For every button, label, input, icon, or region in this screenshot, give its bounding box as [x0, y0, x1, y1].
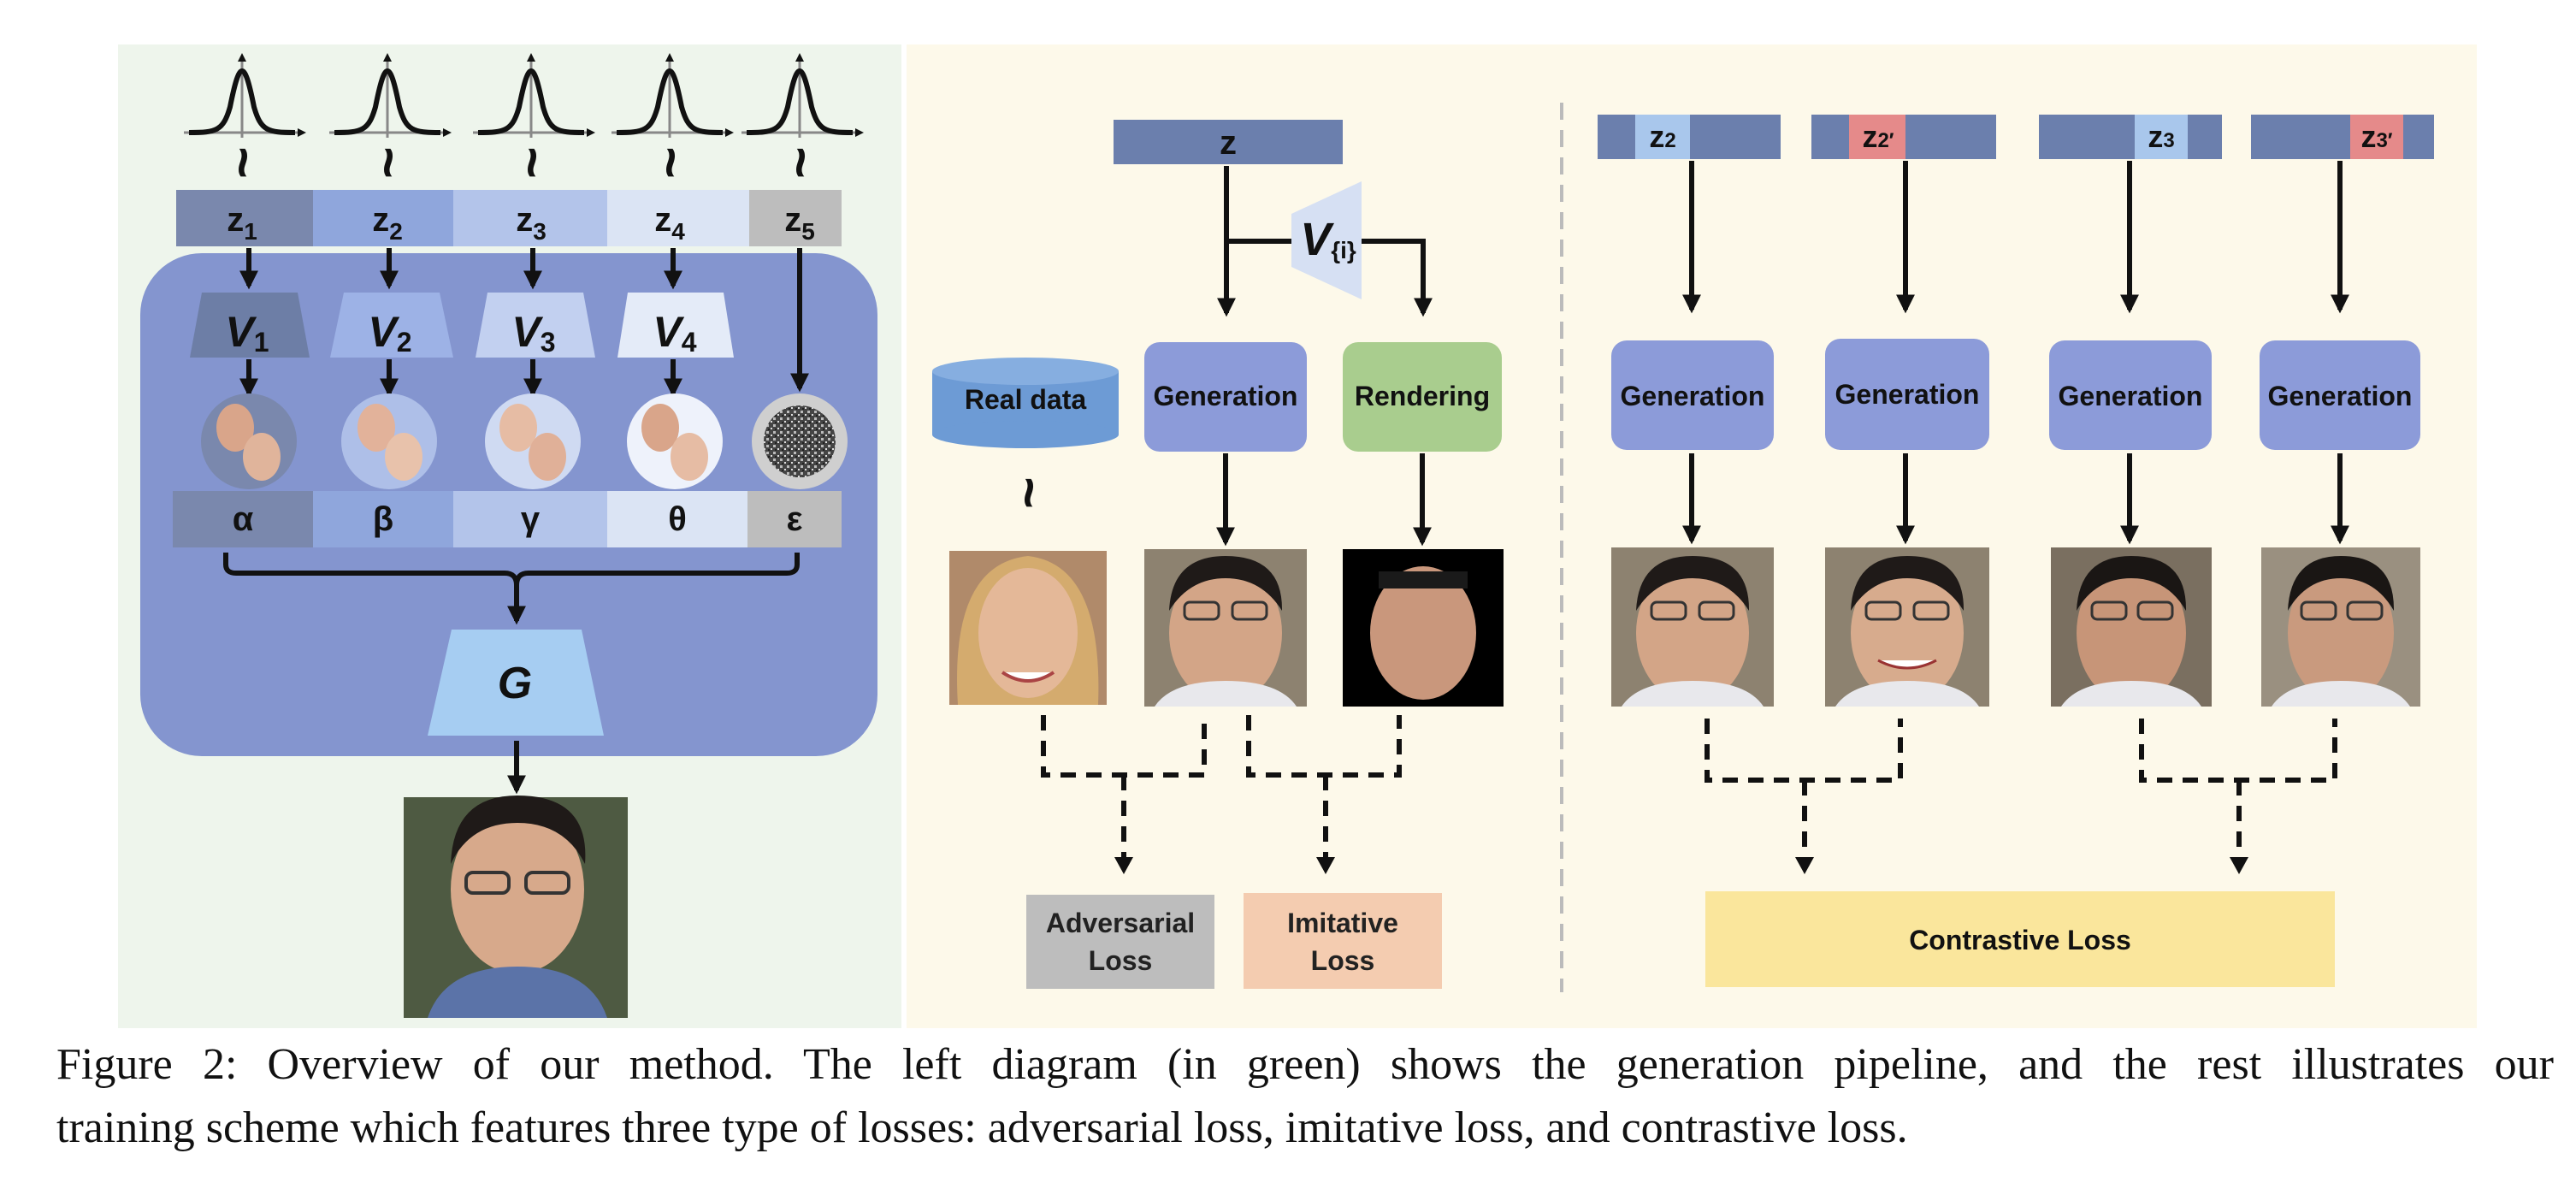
code-label-z3: z3 [2148, 119, 2174, 154]
decoder-label-v3: V3 [511, 308, 555, 358]
latent-code-label: z [1220, 124, 1237, 162]
contrastive-loss-box [1705, 891, 2335, 987]
face-render-circle [627, 393, 723, 489]
contrastive-loss-label: Contrastive Loss [1909, 925, 2131, 955]
decoder-v4 [617, 293, 734, 358]
factor-row [173, 491, 842, 547]
factor-label-gamma: γ [521, 500, 541, 538]
contrastive-face-image [1825, 547, 1989, 707]
factor-label-theta: θ [668, 500, 687, 538]
caption-line-1: Figure 2: Overview of our method. The le… [56, 1040, 2554, 1089]
face-render-circle [485, 393, 581, 489]
latent-label-z2: z2 [372, 201, 403, 245]
contrastive-face-image [2261, 547, 2420, 707]
generated-face-image [1144, 549, 1307, 707]
real-data-cylinder [932, 358, 1119, 448]
decoder-label-v1: V1 [225, 308, 269, 358]
tilde-sampling: ~ [502, 146, 564, 178]
gaussian-icon [184, 53, 306, 138]
contrastive-face-image [2051, 547, 2212, 707]
generation-box [1611, 340, 1774, 450]
decoders [190, 293, 734, 358]
latent-cell-z5 [749, 190, 842, 246]
rendering-box [1343, 342, 1502, 452]
generation-box [1144, 342, 1307, 452]
generation-label: Generation [2059, 381, 2203, 411]
factor-label-epsilon: ε [787, 500, 803, 538]
generation-label: Generation [1835, 379, 1980, 410]
rendered-face-image [1343, 549, 1504, 707]
gaussian-icon [612, 53, 734, 138]
generation-box [2049, 340, 2212, 450]
noise-circle [752, 393, 848, 489]
latent-cell-z4 [607, 190, 749, 246]
decoder-v1 [190, 293, 310, 358]
generation-label: Generation [1621, 381, 1765, 411]
decoder-v3 [476, 293, 595, 358]
factor-label-alpha: α [233, 500, 254, 538]
contrastive-generation-boxes [1611, 339, 2420, 450]
tilde-sampling: ~ [213, 146, 275, 178]
code-label-z2: z2 [1649, 119, 1675, 154]
decoder-vi [1291, 181, 1362, 299]
rendering-label: Rendering [1355, 381, 1490, 411]
generation-label: Generation [1154, 381, 1298, 411]
factor-samples [201, 393, 848, 489]
latent-code-bar [1114, 120, 1343, 164]
tilde-sampling: ~ [358, 146, 420, 178]
latent-cell-z1 [176, 190, 313, 246]
tilde-sampling: ~ [999, 476, 1061, 508]
contrastive-face-image [1611, 547, 1774, 707]
latent-cell-z2 [313, 190, 453, 246]
decoder-v2 [330, 293, 453, 358]
gaussian-icon [473, 53, 595, 138]
imitative-loss-box [1244, 893, 1442, 989]
contrastive-codes [1598, 115, 2434, 159]
face-render-circle [341, 393, 437, 489]
decoder-label-v2: V2 [368, 308, 411, 358]
code-label-z2-prime: z2′ [1862, 119, 1894, 154]
adversarial-loss-box [1026, 895, 1214, 989]
decoder-vi-label: V{i} [1300, 214, 1356, 265]
generation-label: Generation [2268, 381, 2413, 411]
latent-row [176, 190, 842, 246]
real-face-image [949, 551, 1107, 705]
generated-face-output [404, 796, 628, 1018]
gaussian-icon [741, 53, 864, 138]
gaussian-priors [184, 53, 864, 138]
tilde-sampling: ~ [641, 146, 702, 178]
gaussian-icon [329, 53, 452, 138]
caption-line-2: training scheme which features three typ… [56, 1103, 1908, 1152]
generation-box [2260, 340, 2420, 450]
generator-label: G [498, 659, 532, 708]
factor-label-beta: β [373, 500, 393, 538]
generation-box [1825, 339, 1989, 450]
figure-caption: Figure 2: Overview of our method. The le… [56, 1033, 2554, 1160]
tilde-sampling: ~ [771, 146, 832, 178]
generator-g [428, 630, 604, 736]
latent-cell-z3 [453, 190, 607, 246]
face-render-circle [201, 393, 297, 489]
decoder-label-v4: V4 [653, 308, 696, 358]
code-label-z3-prime: z3′ [2360, 119, 2392, 154]
real-data-label: Real data [965, 384, 1086, 415]
